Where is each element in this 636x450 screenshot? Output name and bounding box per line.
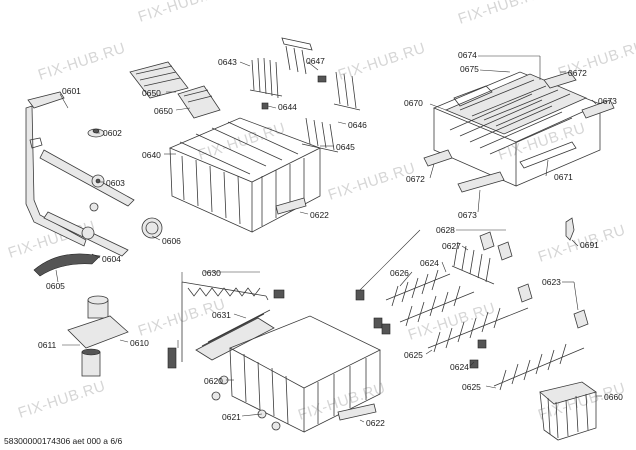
label-0625-lower: 0625 (462, 382, 481, 392)
label-0624-lower: 0624 (450, 362, 469, 372)
part-labels: 0601 0602 0603 0604 0605 0606 0610 0611 … (38, 50, 623, 428)
label-0674: 0674 (458, 50, 477, 60)
label-0660: 0660 (604, 392, 623, 402)
footer-document-code: 58300000174306 aet 000 a 6/6 (4, 436, 122, 446)
label-0603: 0603 (106, 178, 125, 188)
watermark-text: FIX-HUB.RU (336, 40, 428, 84)
watermark-text: FIX-HUB.RU (456, 0, 548, 28)
label-0626: 0626 (390, 268, 409, 278)
label-0628: 0628 (436, 225, 455, 235)
spray-arm-assembly (25, 91, 163, 377)
label-0621: 0621 (222, 412, 241, 422)
label-0640: 0640 (142, 150, 161, 160)
label-0675: 0675 (460, 64, 479, 74)
label-0644: 0644 (278, 102, 297, 112)
label-0646: 0646 (348, 120, 367, 130)
upper-basket-assembly (129, 37, 361, 233)
label-0673-right: 0673 (598, 96, 617, 106)
label-0623: 0623 (542, 277, 561, 287)
label-0624-upper: 0624 (420, 258, 439, 268)
label-0610: 0610 (130, 338, 149, 348)
label-0611: 0611 (38, 340, 57, 350)
label-0631: 0631 (212, 310, 231, 320)
watermark-text: FIX-HUB.RU (406, 300, 498, 344)
label-0672-right: 0672 (568, 68, 587, 78)
label-0650-b: 0650 (154, 106, 173, 116)
label-0650-a: 0650 (142, 88, 161, 98)
label-0672-left: 0672 (406, 174, 425, 184)
watermark-text: FIX-HUB.RU (136, 0, 228, 26)
label-0643: 0643 (218, 57, 237, 67)
label-0691: 0691 (580, 240, 599, 250)
third-rack-assembly (423, 71, 615, 193)
label-0647: 0647 (306, 56, 325, 66)
label-0606: 0606 (162, 236, 181, 246)
label-0604: 0604 (102, 254, 121, 264)
label-0673-left: 0673 (458, 210, 477, 220)
leader-lines (55, 55, 602, 423)
label-0622-upper: 0622 (310, 210, 329, 220)
label-0602: 0602 (103, 128, 122, 138)
label-0601: 0601 (62, 86, 81, 96)
label-0630: 0630 (202, 268, 221, 278)
lower-basket-assembly (167, 281, 381, 433)
label-0671: 0671 (554, 172, 573, 182)
label-0625-upper: 0625 (404, 350, 423, 360)
label-0627: 0627 (442, 241, 461, 251)
label-0620: 0620 (204, 376, 223, 386)
watermark-text: FIX-HUB.RU (36, 40, 128, 84)
watermark-text: FIX-HUB.RU (326, 160, 418, 204)
label-0670: 0670 (404, 98, 423, 108)
watermark-text: FIX-HUB.RU (16, 378, 108, 422)
label-0645: 0645 (336, 142, 355, 152)
lower-right-assembly (355, 217, 597, 441)
label-0605: 0605 (46, 281, 65, 291)
label-0622-lower: 0622 (366, 418, 385, 428)
